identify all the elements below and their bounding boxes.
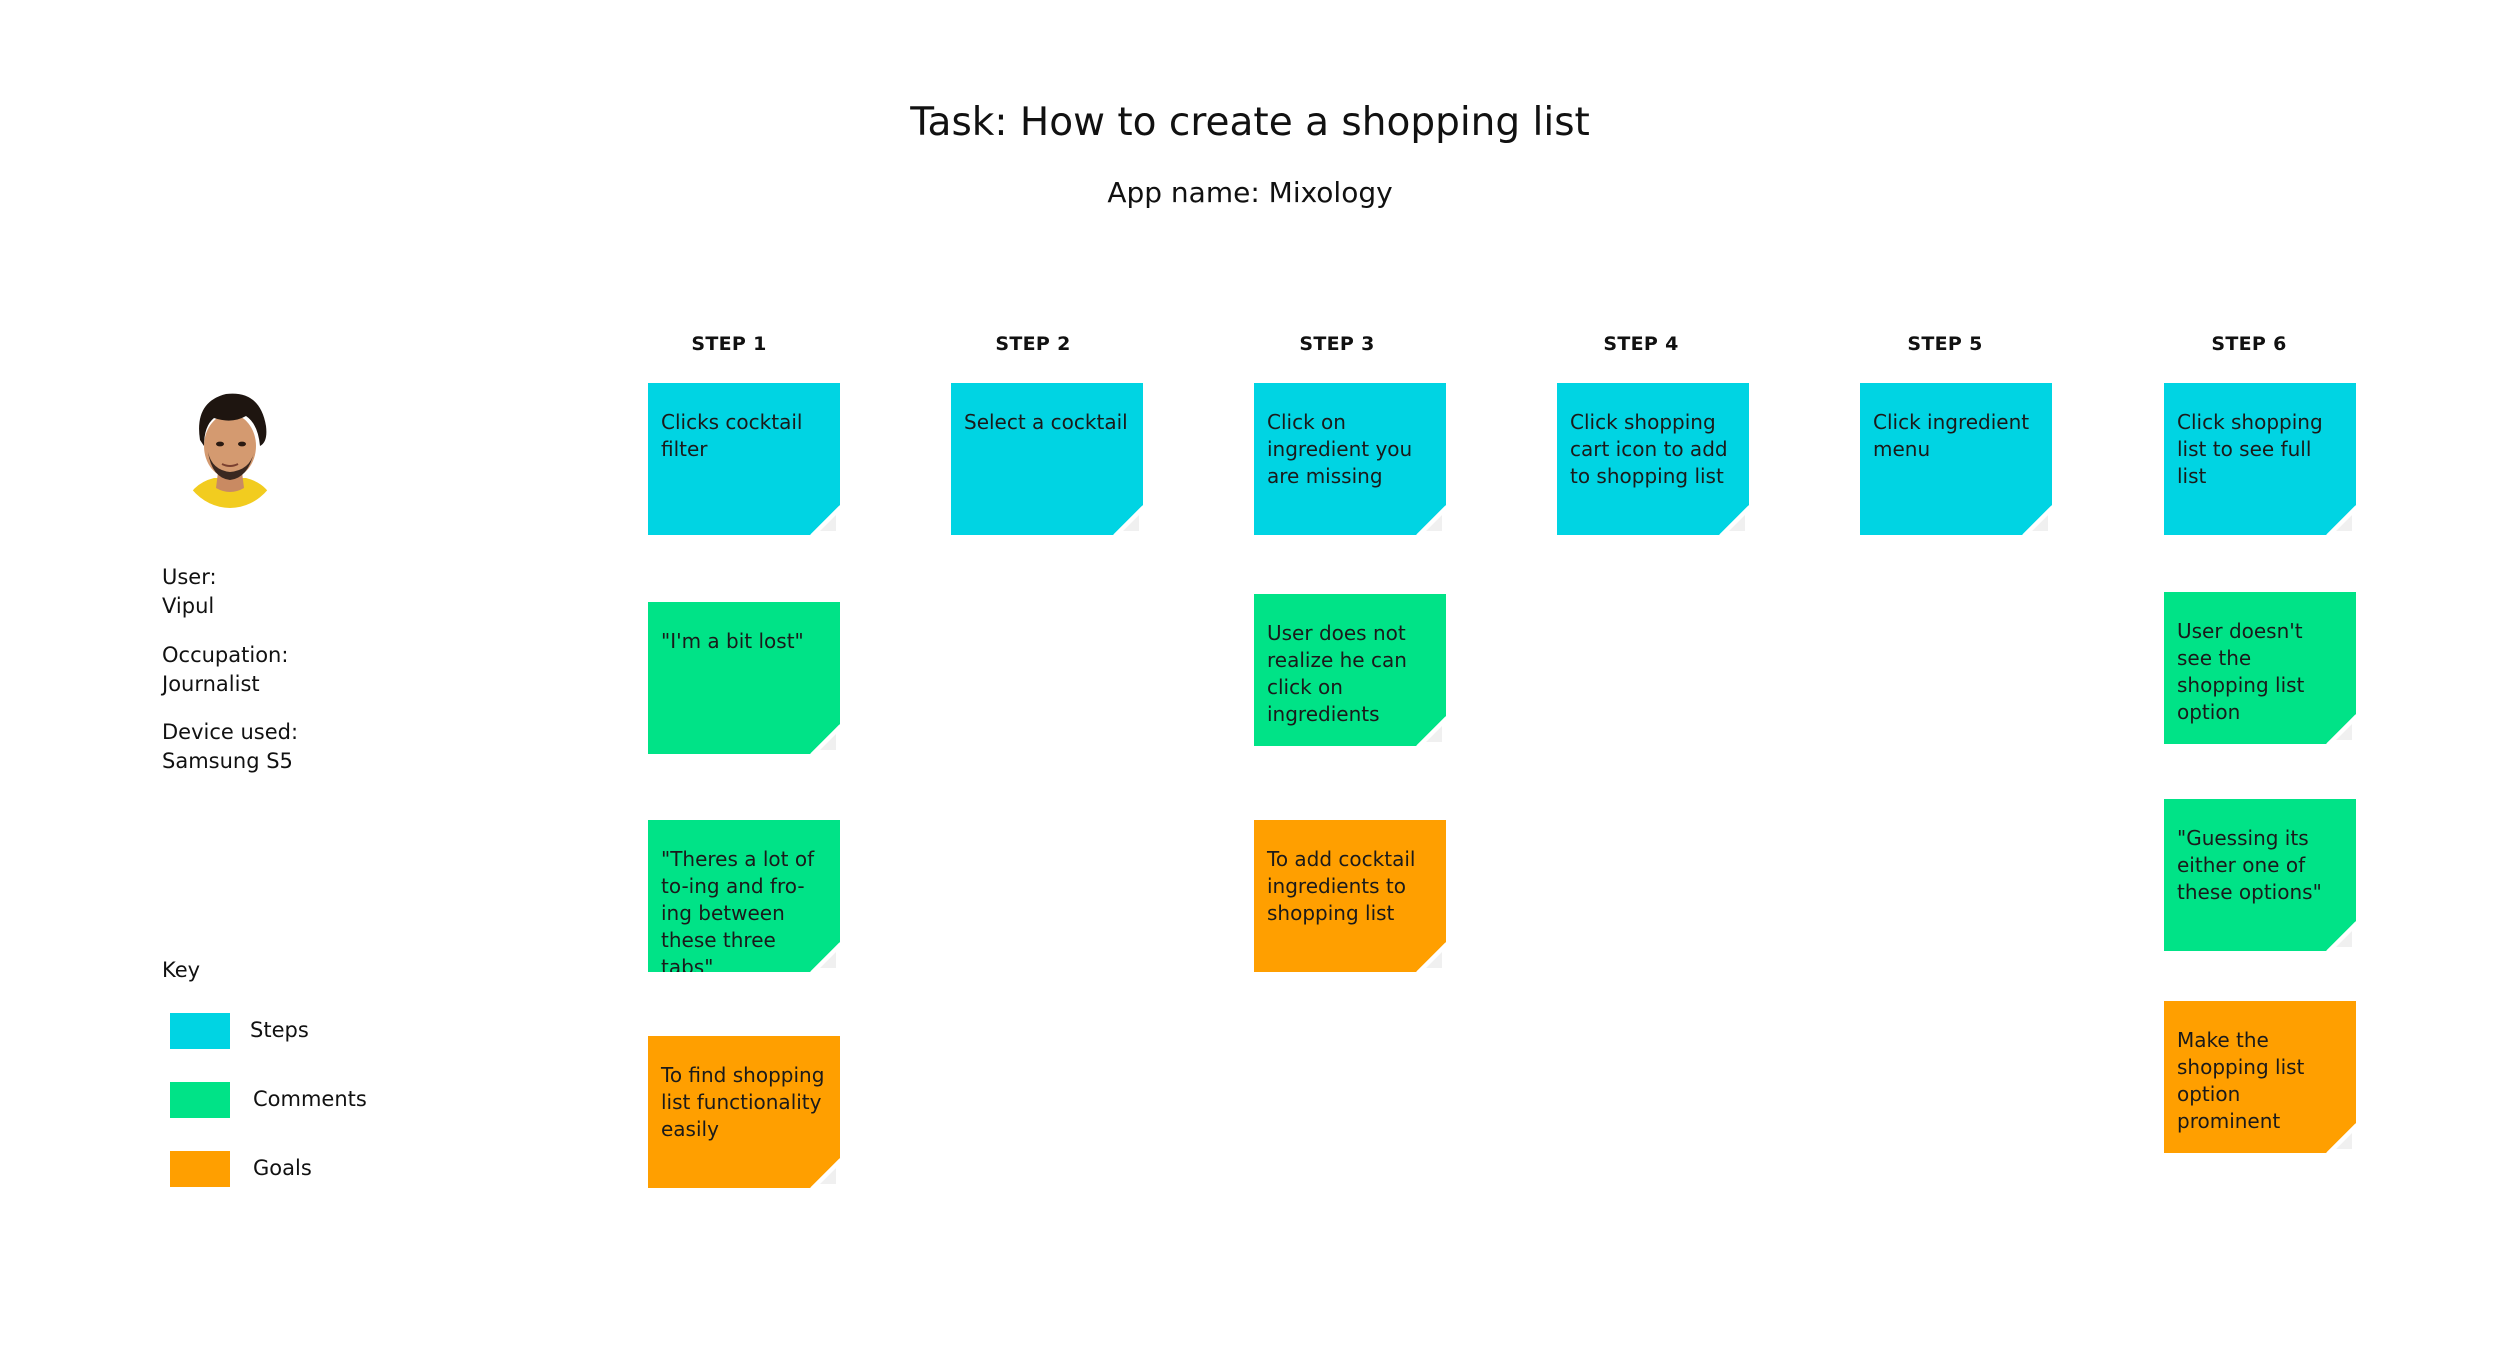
sticky-note-steps: Click shopping list to see full list <box>2164 383 2356 535</box>
page-curl-icon <box>2326 714 2356 744</box>
note-text: User does not realize he can click on in… <box>1267 621 1407 726</box>
task-title: Task: How to create a shopping list <box>910 100 1590 145</box>
sticky-note-steps: Click ingredient menu <box>1860 383 2052 535</box>
page-curl-icon <box>2326 1123 2356 1153</box>
key-label-steps: Steps <box>250 1018 309 1042</box>
page-curl-icon <box>810 505 840 535</box>
device-label: Device used: <box>162 720 299 744</box>
note-text: "Theres a lot of to-ing and fro-ing betw… <box>661 847 815 972</box>
step-header-2: STEP 2 <box>995 333 1071 355</box>
page-curl-icon <box>2022 505 2052 535</box>
occupation-label: Occupation: <box>162 643 289 667</box>
page-curl-icon <box>1416 505 1446 535</box>
page-curl-icon <box>810 942 840 972</box>
page-curl-icon <box>810 724 840 754</box>
note-text: Click shopping cart icon to add to shopp… <box>1570 410 1728 488</box>
user-label: User: <box>162 565 217 589</box>
note-text: "Guessing its either one of these option… <box>2177 826 2322 904</box>
note-text: Click ingredient menu <box>1873 410 2030 461</box>
note-text: User doesn't see the shopping list optio… <box>2177 619 2305 724</box>
app-name: App name: Mixology <box>1107 176 1393 209</box>
note-text: To find shopping list functionality easi… <box>661 1063 825 1141</box>
occupation-value: Journalist <box>162 672 260 696</box>
sticky-note-steps: Click on ingredient you are missing <box>1254 383 1446 535</box>
note-text: Clicks cocktail filter <box>661 410 803 461</box>
sticky-note-comments: "Theres a lot of to-ing and fro-ing betw… <box>648 820 840 972</box>
note-text: Make the shopping list option prominent <box>2177 1028 2305 1133</box>
sticky-note-steps: Select a cocktail <box>951 383 1143 535</box>
page-curl-icon <box>1113 505 1143 535</box>
user-portrait-icon <box>176 380 284 508</box>
note-text: To add cocktail ingredients to shopping … <box>1267 847 1416 925</box>
key-title: Key <box>162 958 201 982</box>
sticky-note-comments: "Guessing its either one of these option… <box>2164 799 2356 951</box>
device-info: Device used: Samsung S5 <box>162 718 298 776</box>
note-text: Select a cocktail <box>964 410 1128 434</box>
user-value: Vipul <box>162 594 215 618</box>
key-label-comments: Comments <box>253 1087 367 1111</box>
sticky-note-steps: Clicks cocktail filter <box>648 383 840 535</box>
step-header-3: STEP 3 <box>1299 333 1375 355</box>
occupation-info: Occupation: Journalist <box>162 641 288 699</box>
sticky-note-comments: User does not realize he can click on in… <box>1254 594 1446 746</box>
sticky-note-goals: To add cocktail ingredients to shopping … <box>1254 820 1446 972</box>
key-swatch-steps <box>170 1013 230 1049</box>
page-curl-icon <box>2326 505 2356 535</box>
note-text: "I'm a bit lost" <box>661 629 804 653</box>
page-curl-icon <box>2326 921 2356 951</box>
note-text: Click shopping list to see full list <box>2177 410 2323 488</box>
step-header-4: STEP 4 <box>1603 333 1679 355</box>
sticky-note-comments: User doesn't see the shopping list optio… <box>2164 592 2356 744</box>
page-curl-icon <box>810 1158 840 1188</box>
user-info: User: Vipul <box>162 563 217 621</box>
key-swatch-goals <box>170 1151 230 1187</box>
sticky-note-goals: Make the shopping list option prominent <box>2164 1001 2356 1153</box>
page-curl-icon <box>1719 505 1749 535</box>
key-swatch-comments <box>170 1082 230 1118</box>
sticky-note-comments: "I'm a bit lost" <box>648 602 840 754</box>
device-value: Samsung S5 <box>162 749 293 773</box>
step-header-6: STEP 6 <box>2211 333 2287 355</box>
key-label-goals: Goals <box>253 1156 312 1180</box>
page-curl-icon <box>1416 942 1446 972</box>
sticky-note-steps: Click shopping cart icon to add to shopp… <box>1557 383 1749 535</box>
page-curl-icon <box>1416 716 1446 746</box>
sticky-note-goals: To find shopping list functionality easi… <box>648 1036 840 1188</box>
note-text: Click on ingredient you are missing <box>1267 410 1413 488</box>
step-header-1: STEP 1 <box>691 333 767 355</box>
step-header-5: STEP 5 <box>1907 333 1983 355</box>
